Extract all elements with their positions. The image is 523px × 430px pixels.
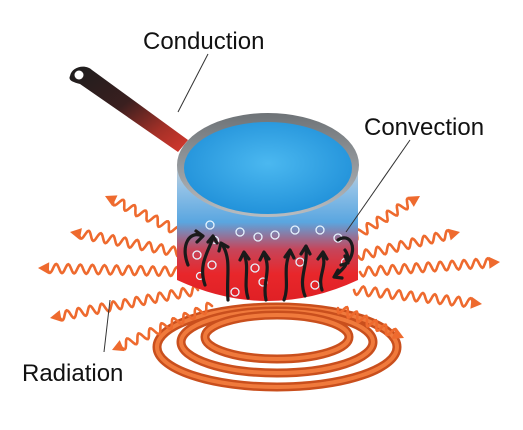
radiation-arrowhead-8 [488,256,500,269]
radiation-wave-9 [352,284,475,309]
radiation-arrowhead-5 [112,340,125,352]
pan-handle [69,66,188,152]
radiation-wave-10 [336,305,398,337]
radiation-wave-7 [356,228,453,262]
radiation-arrowhead-3 [38,262,50,275]
radiation-waves [38,195,500,352]
radiation-arrowhead-9 [470,296,482,309]
radiation-wave-5 [118,301,214,351]
handle-hole [74,70,84,80]
radiation-wave-8 [358,256,493,278]
stove-coil [152,302,402,392]
radiation-arrowhead-6 [407,196,420,207]
radiation-wave-6 [350,197,414,242]
convection-label: Convection [364,114,485,141]
water-surface [184,122,352,214]
radiation-wave-4 [57,284,200,322]
radiation-label: Radiation [22,360,124,387]
radiation-wave-3 [45,262,194,278]
pot [177,113,359,301]
convection-arrows [183,229,354,302]
conduction-label: Conduction [143,28,265,55]
radiation-wave-2 [77,229,190,259]
radiation-arrowhead-4 [50,310,62,322]
radiation-arrowhead-10 [391,328,404,339]
conduction-leader [177,53,209,113]
radiation-arrowhead-2 [70,228,82,240]
radiation-leader [103,299,111,353]
leader-lines [103,53,411,353]
radiation-wave-1 [111,198,182,234]
radiation-arrowhead-7 [447,228,460,241]
convection-leader [345,139,411,233]
radiation-arrowhead-1 [105,195,118,207]
